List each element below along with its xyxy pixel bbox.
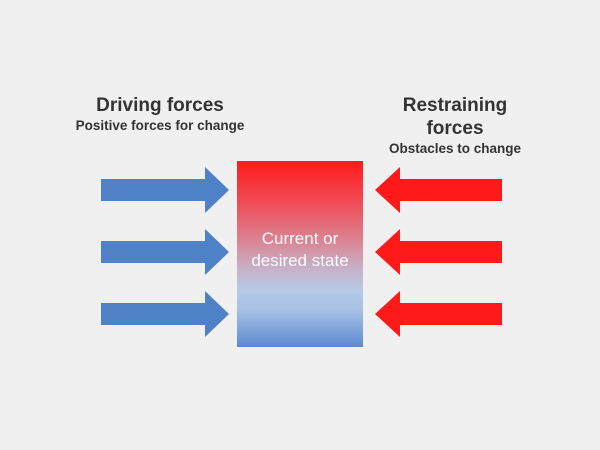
driving-forces-title: Driving forces [96,95,224,116]
driving-forces-subtitle: Positive forces for change [75,118,245,133]
driving-arrows-group [101,167,229,337]
current-state-box: Current or desired state [237,161,363,347]
current-state-label: Current or desired state [251,229,349,270]
restraining-force-arrow [375,229,502,275]
restraining-forces-title: Restraining forces [402,95,508,139]
restraining-force-arrow [375,291,502,337]
driving-forces-heading: Driving forces Positive forces for chang… [60,94,260,134]
driving-force-arrow [101,167,229,213]
restraining-forces-heading: Restraining forces Obstacles to change [355,94,555,157]
restraining-forces-subtitle: Obstacles to change [388,141,522,156]
driving-force-arrow [101,229,229,275]
restraining-arrows-group [375,167,502,337]
restraining-force-arrow [375,167,502,213]
driving-force-arrow [101,291,229,337]
